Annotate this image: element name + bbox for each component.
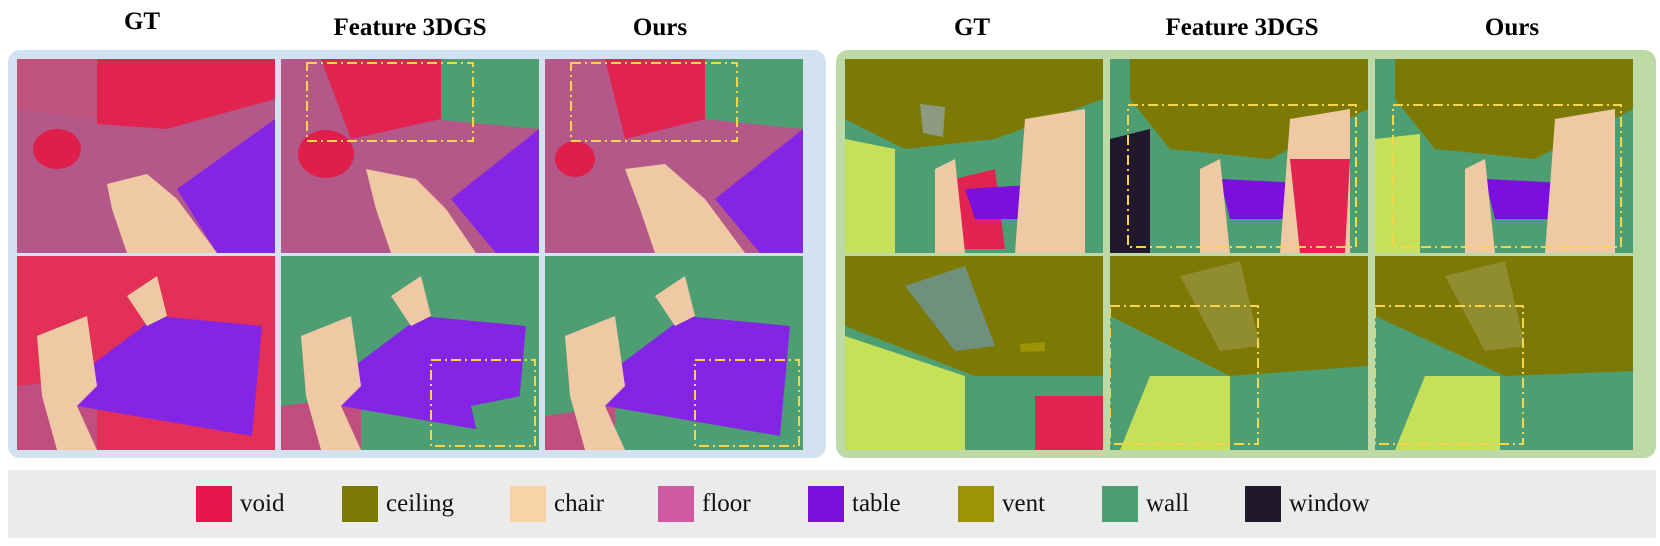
- right-row1-ours-image: [1375, 59, 1633, 253]
- legend-swatch-void: [196, 486, 232, 522]
- header-left-feature3dgs: Feature 3DGS: [333, 14, 487, 41]
- right-row1-feature3dgs-image: [1110, 59, 1368, 253]
- left-row1-ours-image: [545, 59, 803, 253]
- right-row1-gt-image: [845, 59, 1103, 253]
- left-row2-feature3dgs-image: [281, 256, 539, 450]
- legend-label-wall: wall: [1146, 490, 1190, 517]
- legend-swatch-table: [808, 486, 844, 522]
- legend-label-table: table: [852, 490, 901, 517]
- left-row1-gt-image: [17, 59, 275, 253]
- legend-swatch-wall: [1102, 486, 1138, 522]
- legend-label-vent: vent: [1002, 490, 1046, 517]
- legend-swatch-floor: [658, 486, 694, 522]
- right-row2-gt-image: [845, 256, 1103, 450]
- header-left-gt: GT: [123, 8, 161, 35]
- legend-label-floor: floor: [702, 490, 751, 517]
- legend-label-window: window: [1289, 490, 1370, 517]
- class-legend: void ceiling chair floor table vent wall…: [8, 470, 1656, 538]
- legend-label-void: void: [240, 490, 285, 517]
- right-row2-ours-image: [1375, 256, 1633, 450]
- legend-swatch-vent: [958, 486, 994, 522]
- legend-swatch-chair: [510, 486, 546, 522]
- legend-label-chair: chair: [554, 490, 604, 517]
- header-left-ours: Ours: [632, 14, 688, 41]
- legend-swatch-window: [1245, 486, 1281, 522]
- legend-label-ceiling: ceiling: [386, 490, 455, 517]
- legend-swatch-ceiling: [342, 486, 378, 522]
- left-row2-ours-image: [545, 256, 803, 450]
- header-right-gt: GT: [953, 14, 991, 41]
- left-comparison-group: [8, 50, 826, 458]
- header-right-feature3dgs: Feature 3DGS: [1165, 14, 1319, 41]
- left-row2-gt-image: [17, 256, 275, 450]
- right-comparison-group: [836, 50, 1656, 458]
- right-row2-feature3dgs-image: [1110, 256, 1368, 450]
- header-right-ours: Ours: [1484, 14, 1540, 41]
- left-row1-feature3dgs-image: [281, 59, 539, 253]
